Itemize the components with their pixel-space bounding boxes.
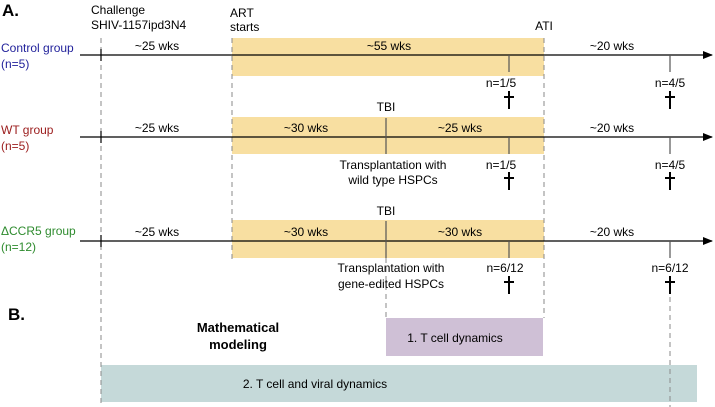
ati-label: ATI: [535, 19, 553, 33]
challenge-label-line1: Challenge: [91, 3, 145, 17]
duration-post-control: ~20 wks: [590, 39, 634, 53]
transplant-line1-ccr5: Transplantation with: [338, 261, 445, 275]
dagger-icon: [665, 276, 675, 294]
count2-ccr5: n=6/12: [651, 261, 688, 275]
tbi-label-wt: TBI: [377, 100, 396, 114]
dagger-icon: [504, 91, 514, 109]
art-band-ccr5: [232, 220, 544, 258]
count1-wt: n=1/5: [486, 158, 517, 172]
art-label-line2: starts: [230, 20, 259, 34]
duration-pre-wt: ~25 wks: [135, 121, 179, 135]
model-box-t-cell: [386, 318, 543, 356]
duration-seg2-ccr5: ~30 wks: [438, 225, 482, 239]
count1-ccr5: n=6/12: [486, 261, 523, 275]
tbi-label-ccr5: TBI: [377, 204, 396, 218]
dagger-icon: [665, 91, 675, 109]
duration-pre-control: ~25 wks: [135, 39, 179, 53]
group-n-wt: (n=5): [1, 139, 29, 153]
group-n-ccr5: (n=12): [1, 240, 36, 254]
modeling-title-line1: Mathematical: [197, 320, 279, 335]
model-box-t-cell-label: 1. T cell dynamics: [407, 331, 503, 345]
dagger-icon: [504, 276, 514, 294]
transplant-line1-wt: Transplantation with: [340, 158, 447, 172]
art-band-control: [232, 38, 544, 76]
panel-a-label: A.: [2, 1, 19, 20]
group-name-wt: WT group: [1, 123, 54, 137]
dagger-icon: [665, 172, 675, 190]
duration-seg2-wt: ~25 wks: [438, 121, 482, 135]
dagger-icon: [504, 172, 514, 190]
duration-pre-ccr5: ~25 wks: [135, 225, 179, 239]
transplant-line2-ccr5: gene-edited HSPCs: [338, 277, 444, 291]
panel-b-label: B.: [8, 305, 25, 324]
duration-seg1-wt: ~30 wks: [284, 121, 328, 135]
duration-art-control: ~55 wks: [367, 39, 411, 53]
duration-post-wt: ~20 wks: [590, 121, 634, 135]
transplant-line2-wt: wild type HSPCs: [347, 173, 437, 187]
challenge-label-line2: SHIV-1157ipd3N4: [91, 18, 187, 32]
duration-post-ccr5: ~20 wks: [590, 225, 634, 239]
group-name-control: Control group: [1, 41, 74, 55]
count2-control: n=4/5: [655, 76, 686, 90]
group-name-ccr5: ΔCCR5 group: [1, 224, 76, 238]
model-box-t-cell-viral-label: 2. T cell and viral dynamics: [243, 377, 387, 391]
model-box-t-cell-viral: [101, 365, 697, 402]
duration-seg1-ccr5: ~30 wks: [284, 225, 328, 239]
group-n-control: (n=5): [1, 57, 29, 71]
art-band-wt: [232, 117, 544, 154]
count2-wt: n=4/5: [655, 158, 686, 172]
count1-control: n=1/5: [486, 76, 517, 90]
modeling-title-line2: modeling: [209, 337, 267, 352]
art-label-line1: ART: [230, 6, 254, 20]
